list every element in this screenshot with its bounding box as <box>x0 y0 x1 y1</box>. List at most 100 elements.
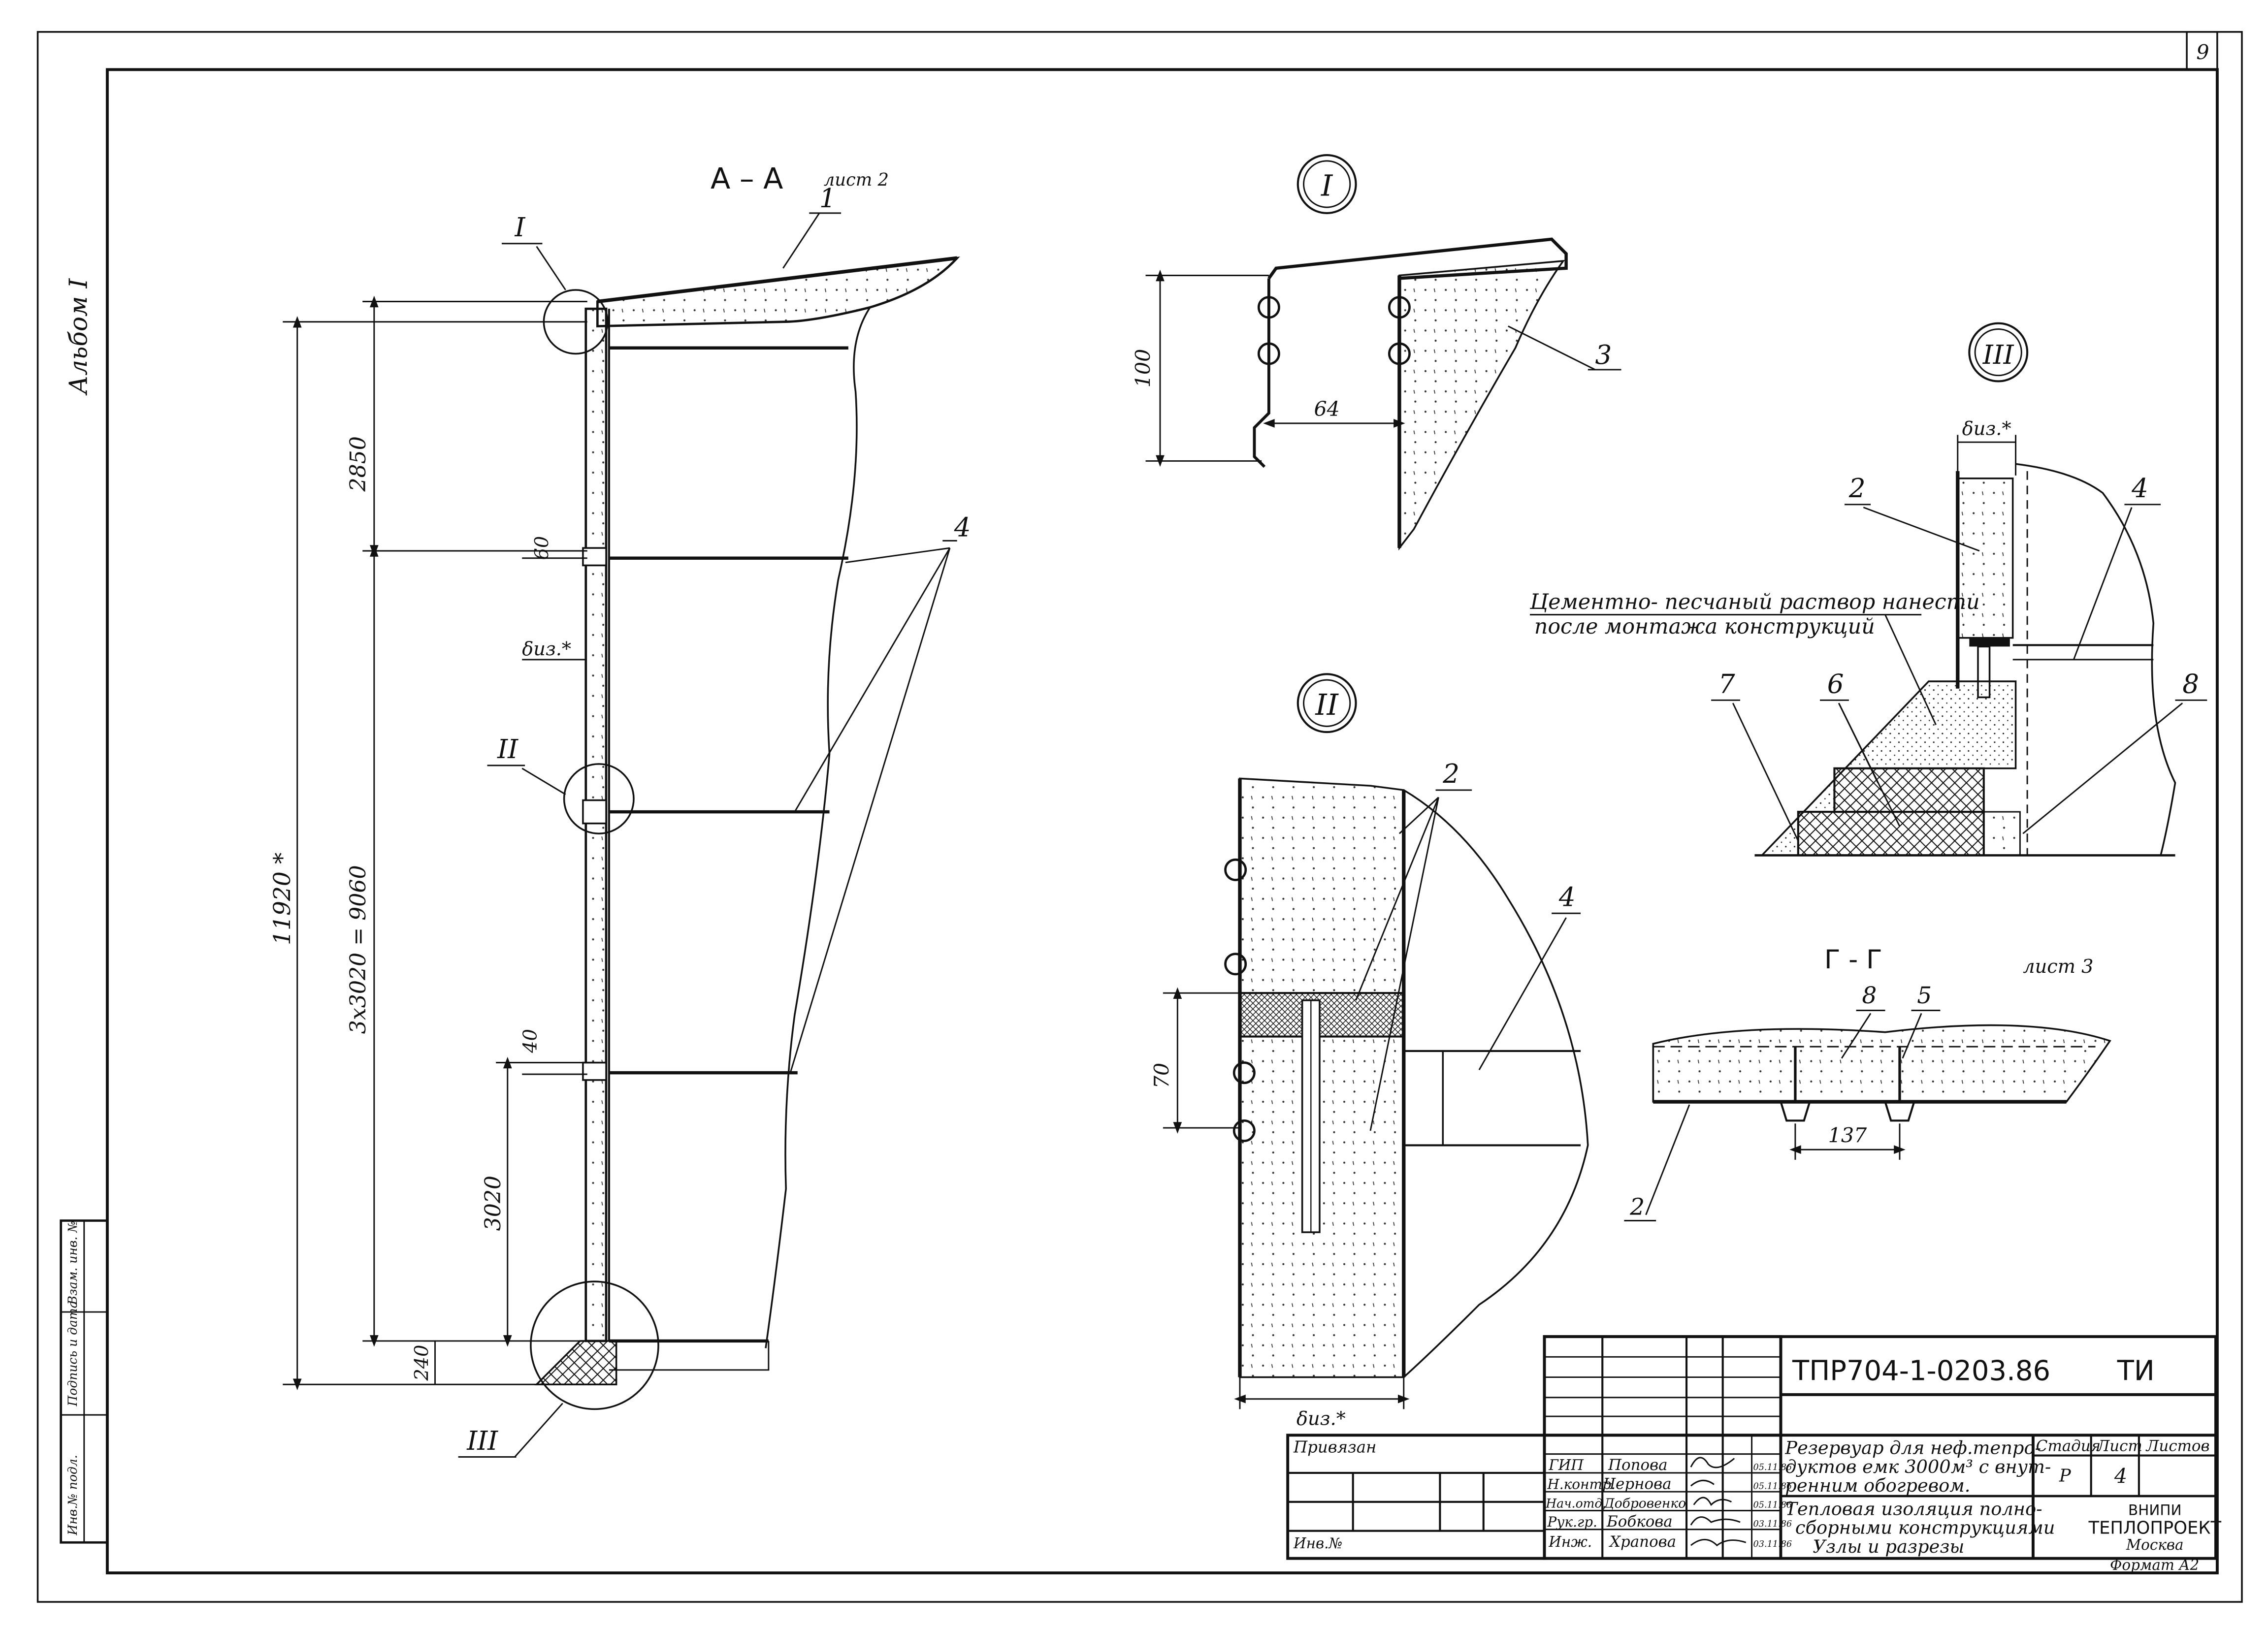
dim-middle-panels: 3x3020 = 9060 <box>346 865 371 1034</box>
drawing-name-line3: Узлы и разрезы <box>1813 1536 1964 1557</box>
staff-role-1: ГИП <box>1548 1457 1584 1473</box>
section-gg-insulation <box>1652 1024 2111 1103</box>
detail-3-note-line1: Цементно- песчаный раствор нанести <box>1529 590 1980 614</box>
dim-joint-40: 40 <box>519 1029 542 1053</box>
staff-role-3: Нач.отд. <box>1545 1497 1606 1511</box>
detail-3-position-8: 8 <box>2182 670 2199 700</box>
outer-frame <box>36 31 2243 1603</box>
detail-1-dim-width: 64 <box>1314 397 1339 421</box>
staff-name-2: Чернова <box>1604 1475 1671 1493</box>
section-gg-position-5: 5 <box>1917 982 1932 1009</box>
detail-3-panel <box>1957 478 2014 639</box>
signature-4 <box>1690 1516 1741 1526</box>
dim-base: 240 <box>411 1345 433 1381</box>
detail-2-dim-thickness: δиз.* <box>1296 1408 1346 1430</box>
stage-header: Стадия <box>2036 1437 2101 1455</box>
staff-name-3: Добровенко <box>1603 1496 1686 1511</box>
signature-3 <box>1693 1497 1732 1506</box>
staff-role-2: Н.контр. <box>1547 1476 1616 1492</box>
stamp-replaced-inv: Взам. инв. № <box>65 1221 80 1305</box>
sheet-header: Лист <box>2096 1437 2142 1455</box>
section-gg-sheet-ref: лист 3 <box>2023 956 2093 978</box>
detail-2-label: II <box>1315 688 1339 722</box>
base-mortar <box>534 1340 617 1386</box>
drawing-name-line1: Тепловая изоляция полно- <box>1785 1498 2042 1519</box>
detail-3-position-4: 4 <box>2131 474 2148 504</box>
object-name-line3: ренним обогревом. <box>1785 1475 1970 1496</box>
paper-format: Формат А2 <box>2110 1557 2199 1573</box>
detail-1-position-3: 3 <box>1595 340 1612 370</box>
org-line2: ТЕПЛОПРОЕКТ <box>2088 1518 2222 1538</box>
wall-insulation <box>584 307 608 1342</box>
callout-circle-ii <box>563 763 635 835</box>
section-gg-dim-width: 137 <box>1828 1123 1867 1147</box>
staff-name-1: Попова <box>1608 1456 1668 1474</box>
detail-2-position-4: 4 <box>1558 882 1576 912</box>
org-line1: ВНИПИ <box>2128 1501 2182 1518</box>
section-gg-position-8: 8 <box>1862 982 1877 1009</box>
detail-2-lower-panel <box>1239 1035 1405 1378</box>
staff-role-5: Инж. <box>1548 1533 1592 1550</box>
dim-total-height: 11920 * <box>269 853 296 945</box>
staff-date-1: 05.11.86 <box>1753 1463 1792 1472</box>
binding-stamp: Инв.№ подл. Подпись и дата Взам. инв. № <box>60 1219 109 1544</box>
section-aa: А – А лист 2 I II III <box>269 161 971 1458</box>
org-city: Москва <box>2126 1536 2184 1553</box>
object-name-line2: дуктов емк 3000м³ с внут- <box>1785 1456 2051 1477</box>
signature-5 <box>1690 1539 1747 1547</box>
section-aa-title: А – А <box>711 161 783 195</box>
position-1: 1 <box>819 184 836 214</box>
section-gg-title: Г - Г <box>1824 945 1882 975</box>
position-4: 4 <box>954 513 971 543</box>
detail-3-label: III <box>1982 340 2014 370</box>
detail-3-position-6: 6 <box>1827 670 1844 700</box>
staff-name-5: Храпова <box>1609 1533 1676 1551</box>
detail-3-position-7: 7 <box>1718 670 1735 700</box>
detail-3-dim-thickness: δиз.* <box>1962 417 2011 440</box>
page-number: 9 <box>2196 41 2209 64</box>
detail-1-insulation <box>1398 259 1565 551</box>
detail-3-marker <box>1968 322 2029 383</box>
roof-insulation <box>596 256 960 327</box>
detail-3-board-lower <box>1797 811 1985 857</box>
staff-date-4: 03.11.86 <box>1753 1519 1792 1529</box>
stamp-signature-date: Подпись и дата <box>65 1301 80 1406</box>
page-number-box <box>2186 31 2218 71</box>
detail-2-seal <box>1238 992 1405 1038</box>
staff-date-3: 05.11.86 <box>1753 1500 1792 1510</box>
album-label: Альбом I <box>65 278 93 396</box>
aa-dimensions <box>283 301 587 1385</box>
detail-1: I 100 64 3 <box>1131 154 1621 551</box>
staff-date-2: 05.11.86 <box>1753 1481 1792 1491</box>
dim-insulation-thickness: δиз.* <box>522 638 571 660</box>
detail-2-marker <box>1296 673 1357 734</box>
callout-label-i: I <box>514 213 525 243</box>
signature-1 <box>1690 1457 1735 1468</box>
detail-3-position-2: 2 <box>1848 474 1866 504</box>
detail-3: III δиз.* Цементно- песчаный раствор нан… <box>1529 322 2207 857</box>
privyazan-label: Привязан <box>1293 1438 1376 1457</box>
detail-2-upper-panel <box>1239 777 1405 994</box>
title-block: ТПР704-1-0203.86 ТИ ГИП Попова 05.11.86 … <box>1286 1335 2222 1573</box>
detail-2-position-2: 2 <box>1442 759 1459 789</box>
section-aa-sheet-ref: лист 2 <box>824 170 889 190</box>
stamp-inv-original: Инв.№ подл. <box>65 1455 80 1535</box>
detail-1-dim-height: 100 <box>1131 349 1155 388</box>
detail-2-break-line <box>1403 789 1589 1378</box>
inv-number-label: Инв.№ <box>1293 1535 1342 1552</box>
detail-2: II <box>1150 673 1589 1430</box>
staff-date-5: 03.11.86 <box>1753 1539 1792 1549</box>
staff-name-4: Бобкова <box>1606 1513 1673 1531</box>
dim-joint-60: 60 <box>531 536 553 560</box>
sheet-value: 4 <box>2114 1465 2127 1488</box>
document-type: ТИ <box>2117 1355 2155 1387</box>
dim-top-panel: 2850 <box>346 436 371 492</box>
detail-1-label: I <box>1321 169 1333 203</box>
dim-lower-panel: 3020 <box>481 1176 506 1231</box>
detail-2-dim-joint: 70 <box>1150 1063 1174 1088</box>
staff-role-4: Рук.гр. <box>1547 1514 1597 1530</box>
inner-frame <box>105 68 2219 1575</box>
signature-2 <box>1690 1479 1715 1487</box>
stage-value: Р <box>2059 1466 2072 1486</box>
